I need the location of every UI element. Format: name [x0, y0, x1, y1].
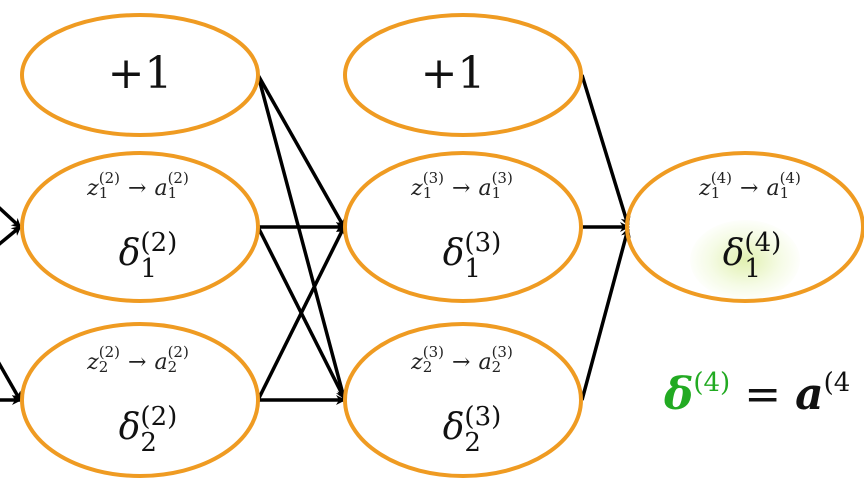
bias-label: +1	[107, 48, 173, 99]
edge	[256, 74, 347, 400]
edge	[0, 225, 22, 246]
node-layer4-unit1	[625, 151, 864, 303]
node-layer2-unit2	[20, 322, 260, 478]
edge	[256, 74, 346, 229]
delta-label: δ(2)1	[118, 228, 178, 284]
highlight-glow	[690, 220, 800, 300]
bias-node-layer2	[20, 13, 260, 137]
delta-label: δ(3)2	[442, 402, 502, 458]
node-layer3-unit2	[343, 322, 583, 478]
bias-label: +1	[420, 48, 486, 99]
activation-label: z(2)1→a(2)1	[87, 169, 189, 202]
output-delta-formula: δ(4)=a(4	[664, 368, 851, 420]
bias-node-layer3	[343, 13, 583, 137]
edge	[580, 227, 631, 401]
activation-label: z(4)1→a(4)1	[699, 169, 801, 202]
node-layer3-unit1	[343, 151, 583, 303]
edge	[256, 225, 346, 401]
delta-label: δ(3)1	[442, 228, 502, 284]
activation-label: z(3)1→a(3)1	[411, 169, 513, 202]
edge	[0, 361, 22, 402]
node-layer2-unit1	[20, 151, 260, 303]
edge	[0, 206, 22, 229]
activation-label: z(3)2→a(3)2	[411, 343, 513, 376]
activation-label: z(2)2→a(2)2	[87, 343, 189, 376]
edge	[580, 74, 631, 227]
delta-label: δ(2)2	[118, 402, 178, 458]
delta-label: δ(4)1	[722, 228, 782, 284]
